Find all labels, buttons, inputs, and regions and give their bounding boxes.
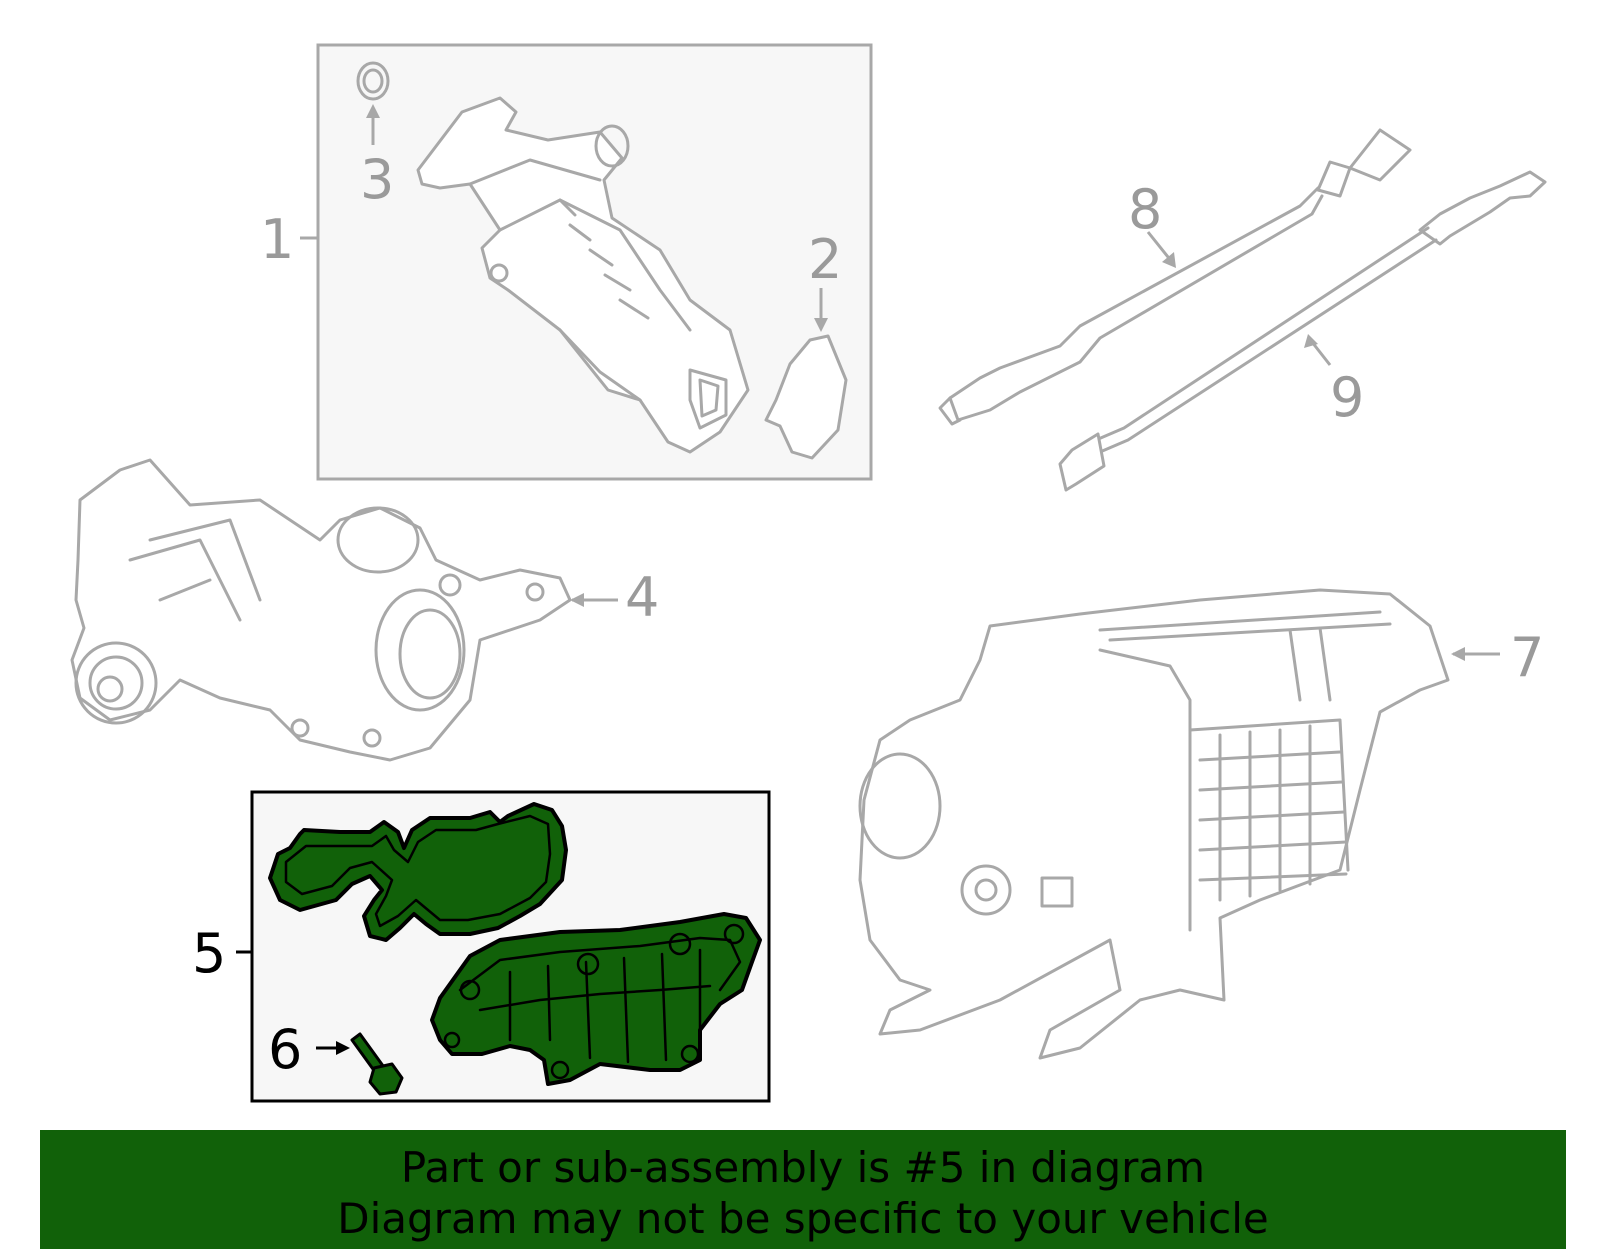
callout-8: 8 (1128, 178, 1162, 241)
bolt-part-6 (316, 1032, 404, 1096)
cover-highlight-part-5 (430, 912, 762, 1086)
egr-housing-part-4: 4 (70, 458, 659, 762)
oxygen-sensor-part-8: 8 (938, 128, 1412, 426)
callout-9: 9 (1330, 366, 1364, 429)
callout-1: 1 (260, 208, 294, 271)
oxygen-sensor-part-9: 9 (1058, 170, 1547, 492)
callout-5: 5 (192, 922, 226, 985)
callout-2: 2 (808, 228, 842, 291)
banner-line-2: Diagram may not be specific to your vehi… (337, 1194, 1269, 1243)
callout-4: 4 (625, 566, 659, 629)
notice-banner: Part or sub-assembly is #5 in diagram Di… (40, 1130, 1566, 1249)
o-ring-part-3 (356, 61, 390, 101)
gasket-highlight-part-5 (268, 802, 568, 942)
callout-7: 7 (1510, 626, 1544, 689)
highlighted-assembly-group: 5 6 (192, 790, 771, 1103)
banner-line-1: Part or sub-assembly is #5 in diagram (400, 1143, 1206, 1192)
intake-part-7: 7 (858, 588, 1544, 1060)
egr-cooler-part-1 (416, 96, 750, 454)
callout-6: 6 (268, 1018, 302, 1081)
egr-cooler-group: 1 3 2 (260, 43, 873, 481)
gasket-part-2 (764, 334, 848, 460)
callout-3: 3 (360, 148, 394, 211)
